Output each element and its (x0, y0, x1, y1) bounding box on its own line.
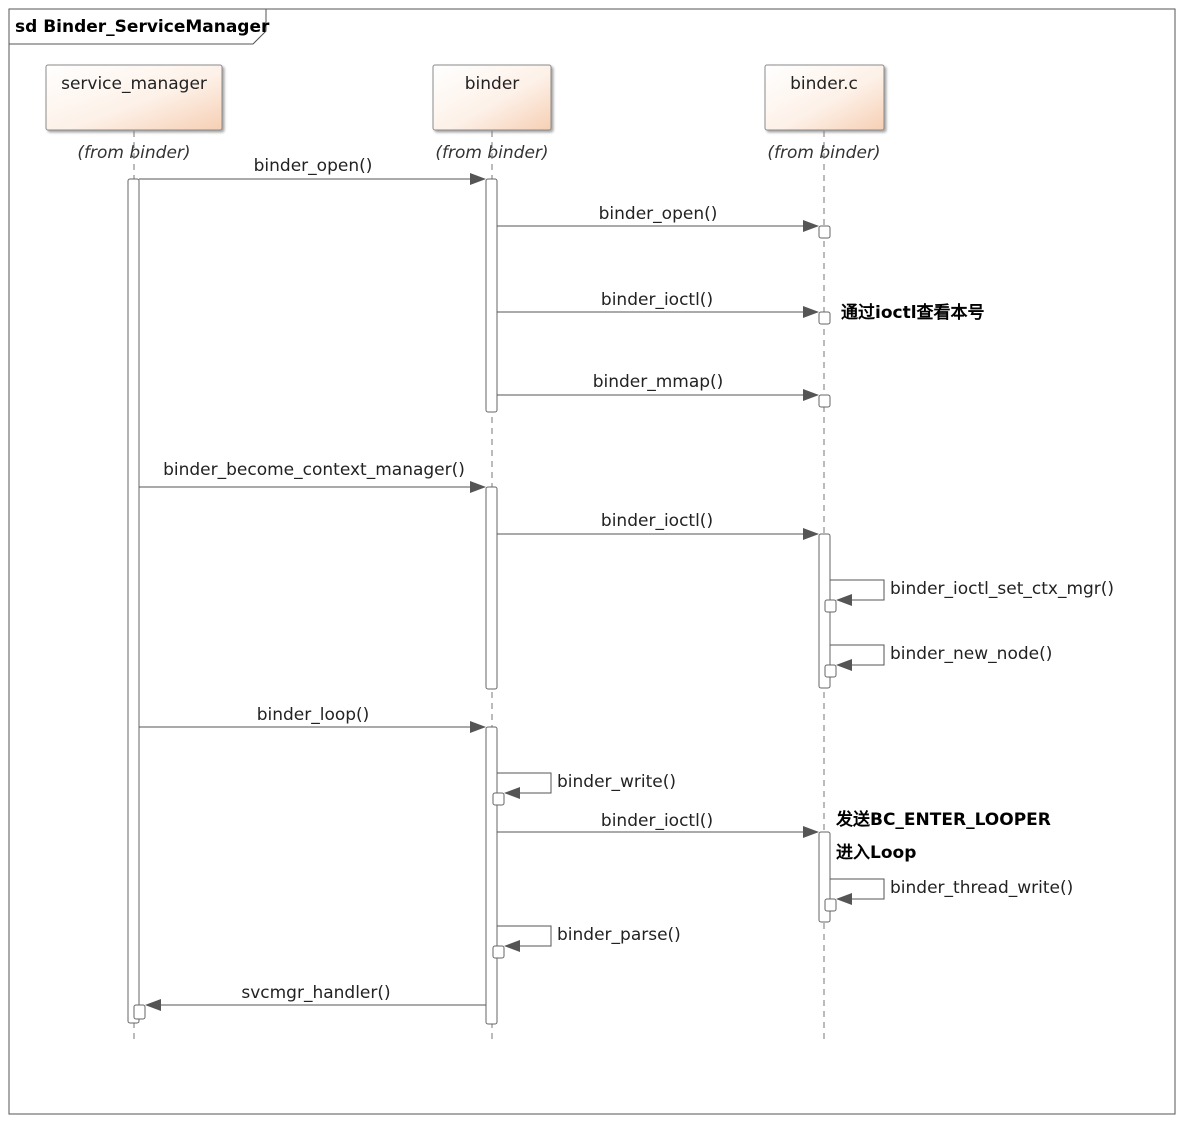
message-label: binder_parse() (557, 925, 681, 945)
activation-stub (824, 898, 837, 912)
activations (127, 178, 837, 1025)
message-label: binder_ioctl_set_ctx_mgr() (890, 579, 1114, 599)
activation-stub (818, 225, 831, 239)
message-label: binder_open() (599, 204, 718, 224)
message-label: binder_write() (557, 772, 676, 792)
message-labels: binder_open() binder_open() binder_ioctl… (163, 156, 1114, 1003)
activation-stub (492, 945, 505, 959)
self-message-arrow[interactable] (830, 878, 885, 905)
activation-bar (485, 726, 498, 1025)
self-message-arrow[interactable] (497, 772, 552, 799)
activation-bar (485, 178, 498, 413)
frame-title: sd Binder_ServiceManager (15, 17, 270, 37)
notes: 通过ioctl查看本号 发送BC_ENTER_LOOPER 进入Loop (835, 302, 1051, 863)
activation-stub (824, 599, 837, 613)
activation-bar (485, 486, 498, 690)
message-label: svcmgr_handler() (241, 983, 390, 1003)
message-label: binder_thread_write() (890, 878, 1073, 898)
lifeline-name: service_manager (61, 74, 207, 94)
activation-stub (818, 394, 831, 408)
message-label: binder_loop() (257, 705, 370, 725)
message-label: binder_ioctl() (601, 511, 713, 531)
activation-stub (133, 1004, 146, 1020)
activation-stub (492, 792, 505, 806)
activation-stub (824, 664, 837, 678)
diagram-frame: sd Binder_ServiceManager (8, 8, 1176, 1115)
self-message-arrow[interactable] (497, 925, 552, 952)
message-label: binder_open() (254, 156, 373, 176)
self-message-arrow[interactable] (830, 644, 885, 671)
note-text: 通过ioctl查看本号 (841, 302, 985, 323)
message-label: binder_become_context_manager() (163, 460, 465, 480)
lifeline-service-manager[interactable]: service_manager (from binder) (45, 64, 223, 163)
lifeline-lines (133, 131, 825, 1040)
message-label: binder_mmap() (593, 372, 724, 392)
note-text: 进入Loop (836, 843, 916, 863)
lifeline-name: binder (465, 74, 520, 94)
lifeline-binder[interactable]: binder (from binder) (432, 64, 552, 163)
lifeline-binder-c[interactable]: binder.c (from binder) (764, 64, 885, 163)
message-label: binder_new_node() (890, 644, 1052, 664)
activation-bar (127, 178, 140, 1024)
self-message-arrow[interactable] (830, 579, 885, 606)
messages (139, 173, 885, 1011)
lifeline-name: binder.c (790, 74, 858, 94)
message-label: binder_ioctl() (601, 290, 713, 310)
activation-stub (818, 311, 831, 325)
note-text: 发送BC_ENTER_LOOPER (835, 809, 1051, 830)
message-label: binder_ioctl() (601, 811, 713, 831)
